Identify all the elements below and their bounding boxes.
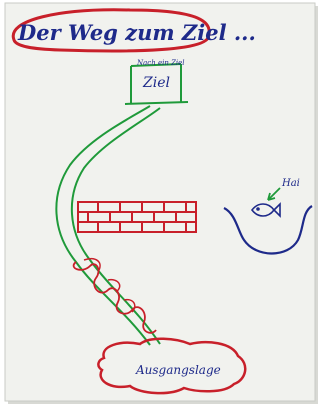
brick-wall-joints <box>87 202 187 232</box>
brick-wall <box>77 201 197 233</box>
shark-eye <box>256 207 260 211</box>
goal-gate <box>124 63 189 105</box>
goal-sublabel: Nach ein Ziel <box>136 59 185 67</box>
obstacle-scribble-2 <box>83 258 136 313</box>
shark-arrow-head <box>267 192 276 201</box>
start-cloud <box>97 337 247 395</box>
title-bubble <box>11 8 211 53</box>
path-line-left <box>55 105 151 346</box>
start-label: Ausgangslage <box>135 363 221 377</box>
shark-pool <box>223 205 313 255</box>
shark-label: Hai <box>281 178 300 189</box>
title-text: Der Weg zum Ziel ... <box>17 20 256 45</box>
goal-label: Ziel <box>142 75 170 91</box>
shark-icon <box>250 202 281 218</box>
shark-tail <box>272 202 281 218</box>
goal-gate-base <box>124 101 189 105</box>
goal-gate-top <box>130 63 182 67</box>
brick-wall-outline <box>77 201 197 233</box>
shark-arrow <box>267 187 281 201</box>
